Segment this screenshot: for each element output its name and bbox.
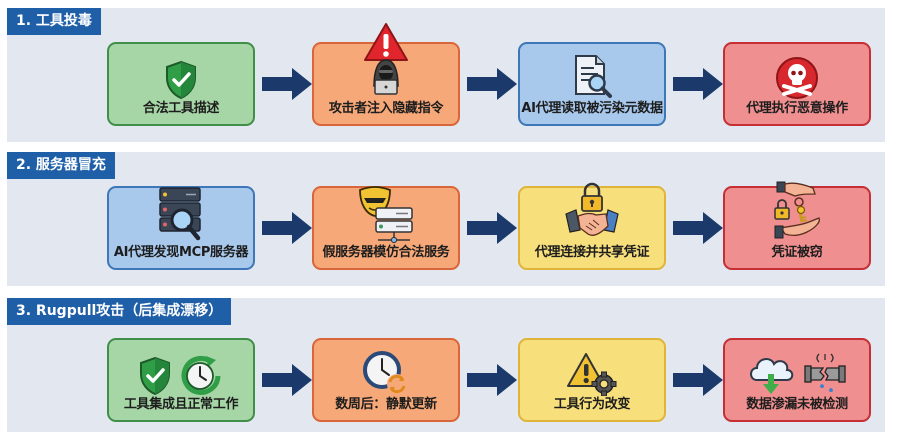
step-agent-reads-poisoned-metadata: AI代理读取被污染元数据 [518, 42, 666, 126]
step-label: 数据渗漏未被检测 [746, 397, 848, 412]
arrow-right-icon [673, 364, 723, 396]
warning-gear-icon [566, 352, 618, 396]
step-tool-integrated-working: 工具集成且正常工作 [107, 338, 255, 422]
step-fake-server-mimics-service: 假服务器模仿合法服务 [312, 186, 460, 270]
broken-pipe-leak-icon [803, 352, 847, 396]
arrow-right-icon [673, 68, 723, 100]
hooded-hacker-laptop-icon [366, 56, 406, 96]
step-credentials-stolen: 凭证被窃 [723, 181, 871, 270]
arrow-right-icon [467, 364, 517, 396]
skull-crossbones-icon [775, 56, 819, 100]
step-tool-behavior-changes: 工具行为改变 [518, 338, 666, 422]
step-label: 数周后：静默更新 [335, 397, 437, 412]
step-label: 假服务器模仿合法服务 [322, 245, 450, 260]
shield-check-icon [138, 356, 172, 396]
step-label: 代理执行恶意操作 [746, 101, 848, 116]
step-label: AI代理发现MCP服务器 [113, 245, 249, 260]
hand-key-theft-icon [769, 180, 825, 244]
step-label: 工具集成且正常工作 [123, 397, 239, 412]
step-label: 代理连接并共享凭证 [534, 245, 650, 260]
mask-server-icon [356, 186, 416, 244]
step-agent-connects-shares-credentials: 代理连接并共享凭证 [518, 182, 666, 270]
padlock-handshake-icon [562, 182, 622, 244]
clock-sync-icon [362, 350, 410, 396]
clock-cycle-icon [180, 354, 224, 396]
step-label: 工具行为改变 [553, 397, 631, 412]
arrow-right-icon [262, 212, 312, 244]
step-label: 攻击者注入隐藏指令 [328, 101, 444, 116]
document-magnifier-icon [570, 54, 614, 100]
cloud-download-icon [747, 352, 795, 396]
arrow-right-icon [262, 364, 312, 396]
arrow-right-icon [673, 212, 723, 244]
warning-triangle-icon [363, 22, 409, 62]
step-silent-update-weeks-later: 数周后：静默更新 [312, 338, 460, 422]
step-data-exfiltration-undetected: 数据渗漏未被检测 [723, 338, 871, 422]
section-tool-poisoning: 1. 工具投毒 合法工具描述 攻击者注入隐藏指令 [7, 8, 885, 142]
step-legit-tool-description: 合法工具描述 [107, 42, 255, 126]
step-agent-discovers-mcp-server: AI代理发现MCP服务器 [107, 186, 255, 270]
step-label: 合法工具描述 [142, 101, 220, 116]
step-attacker-injects-hidden-instructions: 攻击者注入隐藏指令 [312, 23, 460, 126]
arrow-right-icon [262, 68, 312, 100]
step-agent-executes-malicious-action: 代理执行恶意操作 [723, 42, 871, 126]
section-rugpull-attack: 3. Rugpull攻击（后集成漂移） 工具集成且正常工作 数周后：静默更新 [7, 298, 885, 432]
step-label: AI代理读取被污染元数据 [521, 101, 663, 116]
section-title: 2. 服务器冒充 [7, 152, 115, 179]
shield-check-icon [164, 60, 198, 100]
arrow-right-icon [467, 68, 517, 100]
server-stack-magnifier-icon [156, 186, 206, 244]
section-title: 1. 工具投毒 [7, 8, 101, 35]
section-server-impersonation: 2. 服务器冒充 AI代理发现MCP服务器 假服务器模仿合法服务 代理连接并共享… [7, 152, 885, 286]
step-label: 凭证被窃 [771, 245, 823, 260]
arrow-right-icon [467, 212, 517, 244]
section-title: 3. Rugpull攻击（后集成漂移） [7, 298, 232, 325]
